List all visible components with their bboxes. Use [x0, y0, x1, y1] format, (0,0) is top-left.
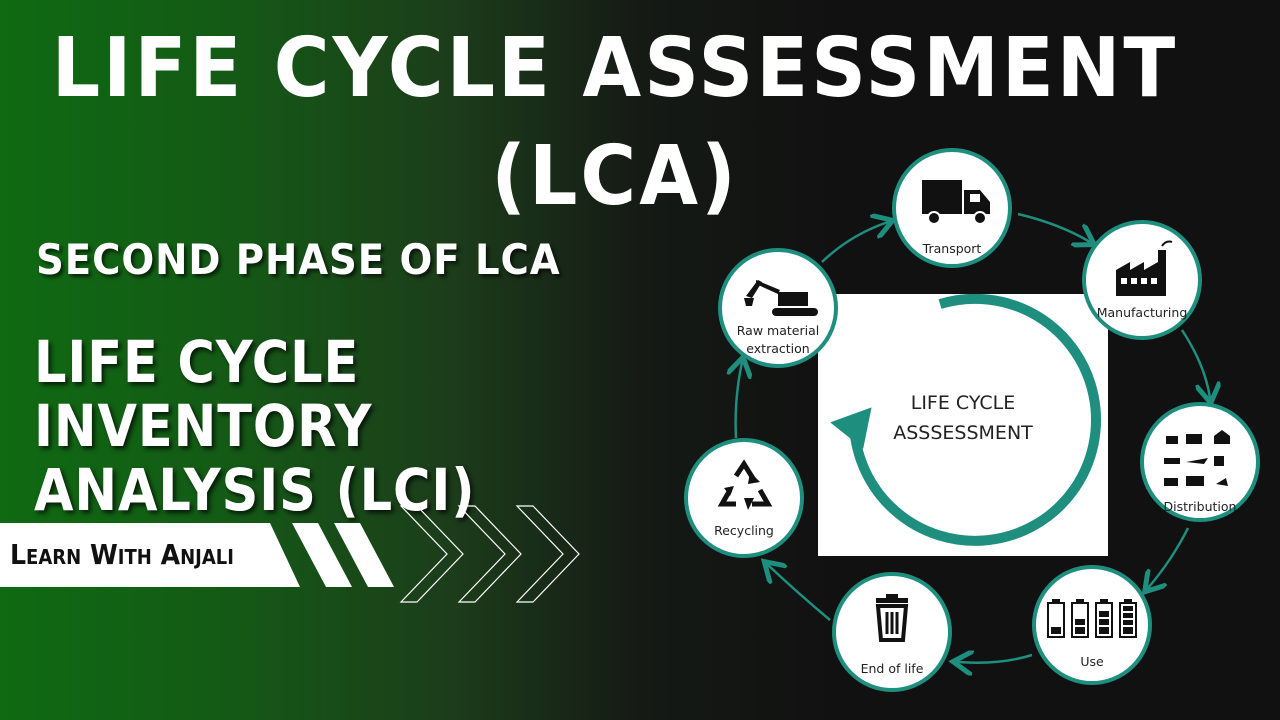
node-transport: Transport [892, 148, 1012, 268]
recycle-icon [717, 459, 773, 510]
battery-icons [1047, 599, 1137, 638]
manufacturing-label: Manufacturing [1096, 305, 1188, 320]
arrow-distribution-to-use [1148, 527, 1190, 588]
arrow-manufacturing-to-distribution [1180, 329, 1210, 398]
chevron-icon-2 [457, 505, 522, 603]
center-label-line-1: LIFE CYCLE [910, 392, 1016, 414]
ring-arrowhead-icon [830, 407, 872, 449]
page-title: LIFE CYCLE ASSESSMENT (LCA) [51, 19, 1179, 224]
main-heading: LIFE CYCLE INVENTORY ANALYSIS (LCI) [34, 330, 632, 522]
factory-icon [1116, 240, 1173, 296]
center-cycle-ring [830, 294, 1101, 546]
raw-material-label-line-1: Raw material [736, 323, 820, 338]
center-label: LIFE CYCLE ASSSESSMENT [818, 388, 1108, 448]
raw-material-label: Raw material extraction [722, 322, 834, 358]
arrow-use-to-endoflife [958, 655, 1033, 663]
arrow-transport-to-manufacturing [1017, 212, 1090, 242]
channel-banner [0, 523, 300, 587]
distribution-label: Distribution [1163, 499, 1237, 514]
truck-icon [922, 180, 990, 225]
chevron-arrows-decoration [399, 505, 580, 603]
heading-line-2: ANALYSIS (LCI) [34, 456, 476, 524]
end-of-life-label: End of life [860, 661, 924, 676]
center-label-line-2: ASSSESSMENT [893, 422, 1033, 444]
excavator-icon [744, 280, 818, 316]
node-end-of-life: End of life [832, 572, 952, 692]
arrow-raw-to-transport [821, 222, 888, 263]
heading-line-1: LIFE CYCLE INVENTORY [34, 328, 373, 460]
subtitle: SECOND PHASE OF LCA [36, 235, 561, 284]
channel-name: Learn With Anjali [10, 538, 234, 571]
node-use: Use [1032, 565, 1152, 685]
raw-material-label-line-2: extraction [746, 341, 810, 356]
trash-icon [875, 594, 909, 642]
transport-label: Transport [922, 241, 982, 256]
node-manufacturing: Manufacturing [1082, 220, 1202, 340]
recycling-label: Recycling [714, 523, 774, 538]
node-recycling: Recycling [684, 438, 804, 558]
arrow-recycling-to-raw [736, 362, 742, 439]
chevron-icon-1 [399, 505, 464, 603]
node-raw-material: Raw material extraction [718, 248, 838, 368]
distribution-icons [1164, 430, 1230, 486]
node-distribution: Distribution [1140, 402, 1260, 522]
use-label: Use [1080, 654, 1104, 669]
arrow-endoflife-to-recycling [768, 565, 831, 621]
chevron-icon-3 [515, 505, 580, 603]
